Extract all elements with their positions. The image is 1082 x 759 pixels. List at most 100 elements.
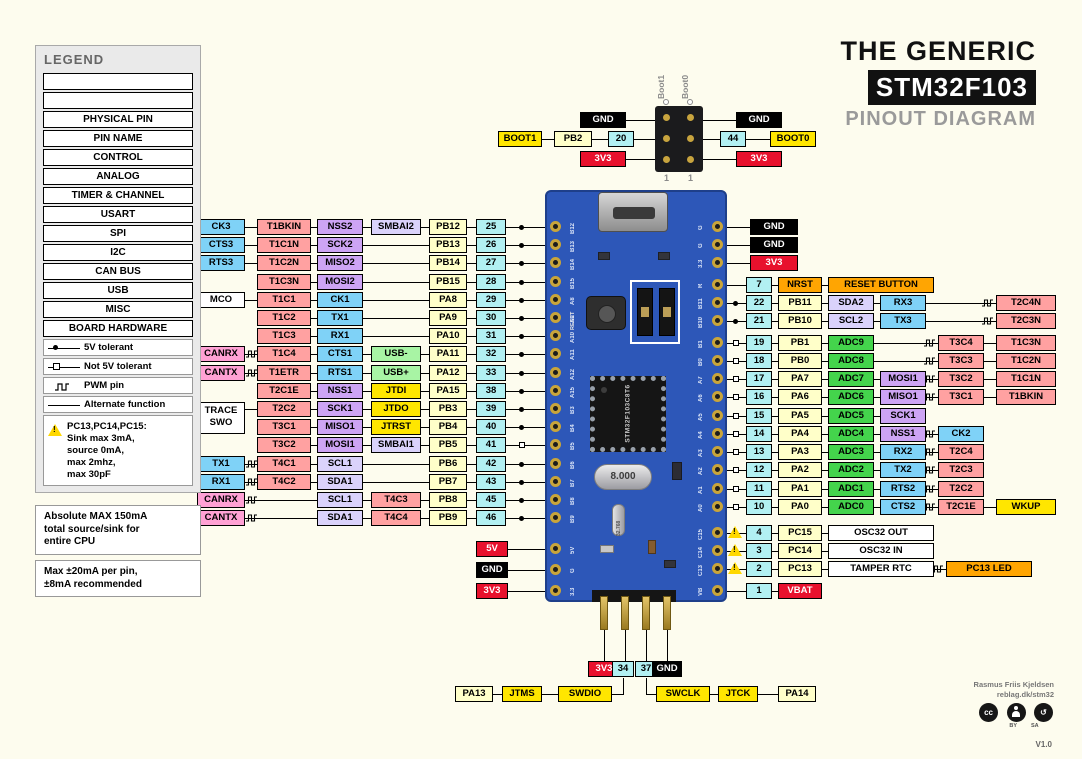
by-label: BY	[1009, 723, 1017, 729]
connector-line	[727, 551, 928, 552]
note-absolute-max: Absolute MAX 150mA total source/sink for…	[35, 505, 201, 555]
function-box-CK2: CK2	[938, 426, 984, 442]
physical-pin-43: 43	[476, 474, 506, 490]
boot-3v3-left: 3V3	[580, 151, 626, 167]
connector-line	[646, 678, 647, 695]
function-box-TX1: TX1	[197, 456, 245, 472]
boot-pin-44: 44	[720, 131, 746, 147]
pwm-symbol	[246, 495, 258, 505]
connector-line	[646, 694, 656, 695]
function-box-CANRX: CANRX	[197, 346, 245, 362]
connector-line	[646, 630, 647, 661]
board-silk-label: B8	[570, 497, 576, 505]
function-box-USB-: USB-	[371, 346, 421, 362]
pwm-symbol	[924, 447, 936, 457]
board-silk-label: B4	[570, 424, 576, 432]
pin-hole	[550, 221, 561, 232]
pin-name-PA12: PA12	[429, 365, 467, 381]
connector-line	[261, 318, 545, 319]
connector-line	[201, 263, 545, 264]
pin-name-PA5: PA5	[778, 408, 822, 424]
function-box-RX1: RX1	[317, 328, 363, 344]
reset-button	[586, 296, 626, 330]
pin-name-PC13: PC13	[778, 561, 822, 577]
physical-pin-31: 31	[476, 328, 506, 344]
board-silk-label: B14	[570, 258, 576, 270]
board-silk-label: B11	[698, 298, 704, 310]
legend-row-can: CAN BUS	[43, 263, 193, 280]
pin-hole	[550, 348, 561, 359]
function-box-ADC0: ADC0	[828, 499, 874, 515]
board-silk-label: A7	[698, 376, 704, 384]
function-box-RX3: RX3	[880, 295, 926, 311]
pin-name-PB7: PB7	[429, 474, 467, 490]
cc-license-badge: cc ↺ BY SA	[976, 703, 1056, 729]
not-tolerant-square-symbol	[733, 394, 739, 400]
debug-pin-swdio	[621, 596, 629, 630]
function-box-CTS1: CTS1	[317, 346, 363, 362]
function-box-JTCK: JTCK	[718, 686, 758, 702]
function-box-ADC1: ADC1	[828, 481, 874, 497]
jumper-pin-dot	[687, 114, 694, 121]
jumper-position-label: 1	[664, 173, 670, 183]
legend-symbol-row-line: Alternate function	[43, 396, 193, 413]
connector-line	[625, 630, 626, 661]
board-silk-label: A6	[698, 394, 704, 402]
board-silk-label: A8	[570, 297, 576, 305]
function-box-NRST: NRST	[778, 277, 822, 293]
physical-pin-33: 33	[476, 365, 506, 381]
board-silk-label: C15	[698, 528, 704, 540]
boot0-box: BOOT0	[770, 131, 816, 147]
physical-pin-3: 3	[746, 543, 772, 559]
function-box-ADC3: ADC3	[828, 444, 874, 460]
function-box-CK1: CK1	[317, 292, 363, 308]
board-silk-label: A3	[698, 449, 704, 457]
pin-hole	[712, 239, 723, 250]
pin-name-PA7: PA7	[778, 371, 822, 387]
pin-hole	[712, 428, 723, 439]
legend-row-phys: PHYSICAL PIN	[43, 111, 193, 128]
physical-pin-34: 34	[612, 661, 634, 677]
boot1-jumper	[659, 288, 675, 336]
boot-pin-20: 20	[608, 131, 634, 147]
function-box-WKUP: WKUP	[996, 499, 1056, 515]
tolerant-dot-symbol	[519, 316, 524, 321]
physical-pin-15: 15	[746, 408, 772, 424]
legend-symbol-label: PWM pin	[84, 380, 125, 391]
legend-symbol-row-pwm: PWM pin	[43, 377, 193, 394]
board-silk-label: B1	[698, 340, 704, 348]
function-box-SCL2: SCL2	[828, 313, 874, 329]
boot-gnd-left: GND	[580, 112, 626, 128]
legend-row-control: CONTROL	[43, 149, 193, 166]
function-box-PC13-LED: PC13 LED	[946, 561, 1032, 577]
physical-pin-22: 22	[746, 295, 772, 311]
not-tolerant-square-symbol	[733, 504, 739, 510]
legend-row-spi: SPI	[43, 225, 193, 242]
usb-connector	[598, 192, 668, 232]
legend-row-misc: MISC	[43, 301, 193, 318]
connector-line	[261, 336, 545, 337]
legend-symbol-row-dot: 5V tolerant	[43, 339, 193, 356]
function-box-MISO2: MISO2	[317, 255, 363, 271]
person-body	[1012, 711, 1020, 717]
tolerant-dot-symbol	[519, 407, 524, 412]
tolerant-dot-symbol	[519, 334, 524, 339]
function-box-NSS1: NSS1	[880, 426, 926, 442]
pwm-symbol	[982, 316, 994, 326]
board-silk-label: A12	[570, 368, 576, 380]
function-box-ADC2: ADC2	[828, 462, 874, 478]
function-box-3V3: 3V3	[750, 255, 798, 271]
tolerant-dot-symbol	[519, 352, 524, 357]
function-box-RX1: RX1	[197, 474, 245, 490]
connector-line	[201, 300, 545, 301]
board-silk-label: VB	[698, 587, 704, 597]
board-component	[598, 252, 610, 260]
pin-name-PA3: PA3	[778, 444, 822, 460]
warning-triangle-icon	[728, 544, 742, 556]
function-box-SWCLK: SWCLK	[656, 686, 710, 702]
tolerant-dot-symbol	[519, 298, 524, 303]
not-tolerant-square-symbol	[733, 486, 739, 492]
function-box-T2C3: T2C3	[938, 462, 984, 478]
pin-hole	[550, 476, 561, 487]
